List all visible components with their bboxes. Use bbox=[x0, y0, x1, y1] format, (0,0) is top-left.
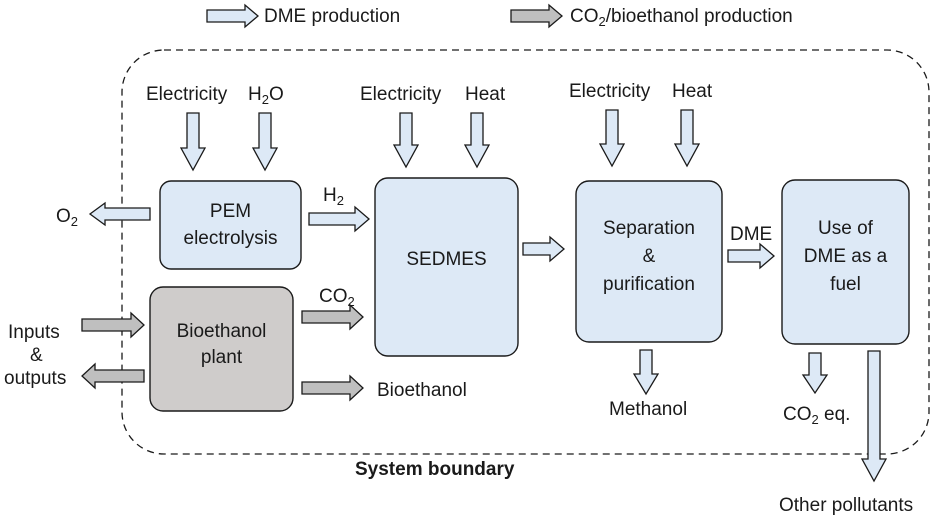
system-boundary-label: System boundary bbox=[355, 459, 515, 480]
separation-label-line1: Separation bbox=[603, 218, 695, 239]
sedmes-heat-arrow bbox=[463, 112, 491, 169]
inputs-label-line1: Inputs bbox=[8, 322, 60, 343]
bioethanol-plant-label-line2: plant bbox=[201, 347, 243, 368]
pem-h2o-label: H2O bbox=[248, 84, 284, 107]
sedmes-electricity-arrow bbox=[392, 112, 420, 169]
sedmes-electricity-label: Electricity bbox=[360, 84, 442, 105]
other-pollutants-label: Other pollutants bbox=[779, 495, 913, 516]
inputs-label-line2: & bbox=[30, 345, 43, 366]
legend: DME production CO2/bioethanol production bbox=[206, 3, 793, 29]
separation-heat-arrow bbox=[673, 109, 701, 168]
legend-dme-arrow bbox=[206, 3, 260, 29]
methanol-arrow bbox=[632, 349, 660, 396]
co2eq-label: CO2 eq. bbox=[783, 404, 850, 427]
separation-label-line3: purification bbox=[603, 274, 695, 295]
system-boundary bbox=[121, 49, 930, 455]
pem-h2o-arrow bbox=[251, 112, 279, 172]
outputs-arrow bbox=[81, 362, 145, 390]
dme-flow-label: DME bbox=[730, 224, 772, 245]
separation-label-line2: & bbox=[643, 246, 656, 267]
co2-label: CO2 bbox=[319, 286, 355, 309]
bioethanol-label: Bioethanol bbox=[377, 380, 467, 401]
bioethanol-plant-label-line1: Bioethanol bbox=[177, 321, 267, 342]
separation-purification-box: Separation & purification bbox=[575, 180, 723, 343]
pem-label-line1: PEM bbox=[210, 201, 251, 222]
legend-co2-arrow bbox=[510, 3, 564, 29]
o2-output-arrow bbox=[88, 201, 151, 227]
pem-electricity-arrow bbox=[179, 112, 207, 172]
h2-label: H2 bbox=[323, 185, 344, 208]
h2-arrow bbox=[308, 205, 370, 233]
use-label-line2: DME as a bbox=[804, 246, 888, 267]
co2-arrow bbox=[301, 303, 364, 331]
use-label-line1: Use of bbox=[818, 218, 874, 239]
methanol-label: Methanol bbox=[609, 399, 687, 420]
separation-heat-label: Heat bbox=[672, 81, 713, 102]
legend-co2-label: CO2/bioethanol production bbox=[570, 6, 793, 29]
bioethanol-plant-box: Bioethanol plant bbox=[149, 286, 294, 412]
legend-dme-label: DME production bbox=[264, 6, 400, 27]
sedmes-box: SEDMES bbox=[374, 177, 519, 357]
inputs-label-line3: outputs bbox=[4, 368, 66, 389]
separation-electricity-label: Electricity bbox=[569, 81, 651, 102]
separation-electricity-arrow bbox=[598, 109, 626, 168]
pem-electricity-label: Electricity bbox=[146, 84, 228, 105]
sedmes-label: SEDMES bbox=[406, 249, 486, 270]
use-label-line3: fuel bbox=[830, 274, 861, 295]
inputs-arrow bbox=[81, 311, 145, 339]
co2eq-arrow bbox=[801, 352, 829, 395]
sedmes-to-separation-arrow bbox=[522, 235, 565, 263]
dme-arrow bbox=[727, 242, 775, 270]
o2-label: O2 bbox=[56, 206, 78, 229]
use-of-dme-box: Use of DME as a fuel bbox=[781, 179, 910, 345]
sedmes-heat-label: Heat bbox=[465, 84, 506, 105]
pem-label-line2: electrolysis bbox=[184, 228, 278, 249]
other-pollutants-arrow bbox=[860, 350, 888, 483]
bioethanol-output-arrow bbox=[301, 374, 364, 402]
pem-electrolysis-box: PEM electrolysis bbox=[159, 180, 302, 270]
